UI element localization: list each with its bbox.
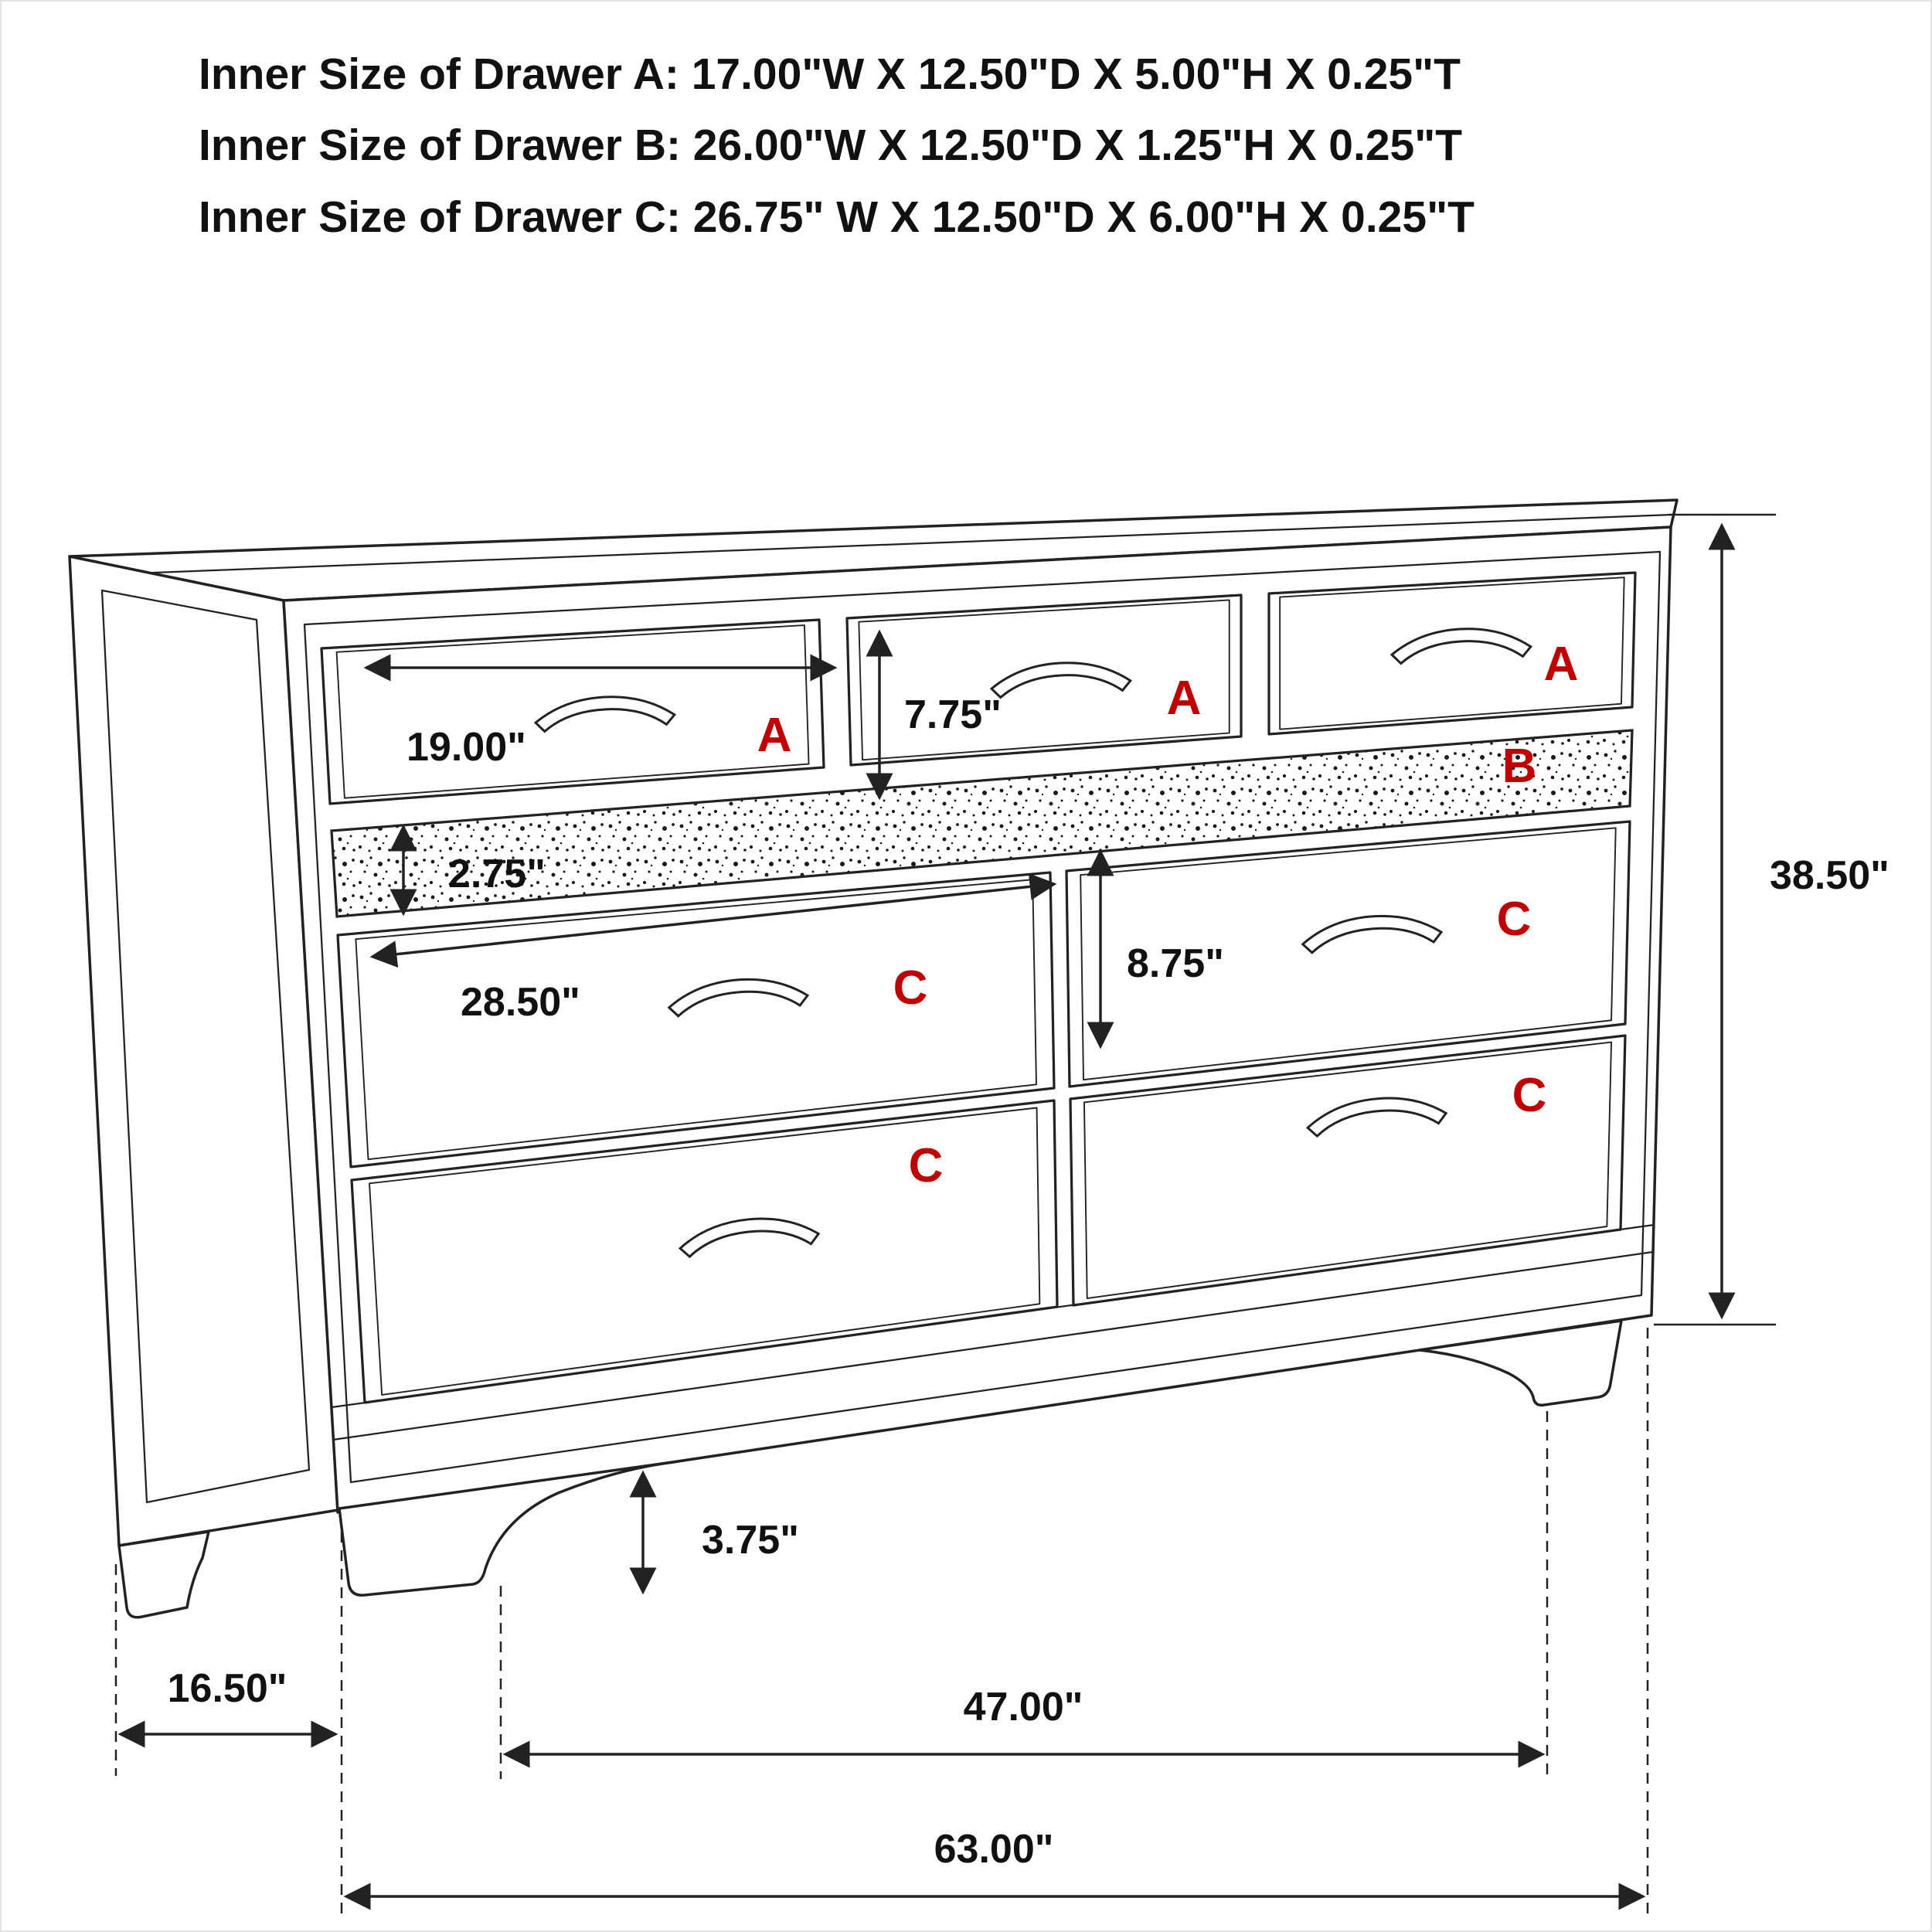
drawer-a1-bevel (335, 624, 810, 799)
dim-arrow-28-50 (369, 872, 1057, 968)
inner-size-header: Inner Size of Drawer A: 17.00"W X 12.50"… (199, 39, 1475, 253)
drawer-c2-left-bevel (369, 1107, 1041, 1396)
dim-label-28-50: 28.50" (461, 980, 580, 1025)
dimension-drawer-c-width: 28.50" (369, 872, 1057, 1025)
top-molding-line (92, 513, 1673, 577)
dim-label-16-50: 16.50" (168, 1666, 287, 1711)
drawer-c1-right-bevel (1080, 827, 1617, 1081)
inner-size-drawer-a: Inner Size of Drawer A: 17.00"W X 12.50"… (199, 49, 1461, 99)
drawer-letter-c2-right: C (1512, 1069, 1547, 1122)
drawer-letter-b: B (1502, 740, 1537, 793)
dimension-drawer-a-height: 7.75" (866, 629, 1002, 801)
drawer-a2-bevel (858, 599, 1230, 761)
dimension-depth: 16.50" (114, 1564, 338, 1776)
drawer-letter-a1: A (757, 709, 792, 762)
drawer-letter-a2: A (1167, 672, 1202, 725)
dimension-overall-width: 63.00" (340, 1328, 1649, 1920)
drawer-letter-c1-right: C (1497, 893, 1532, 946)
dimension-foot-height: 3.75" (629, 1470, 799, 1595)
dim-label-38-50: 38.50" (1770, 853, 1889, 898)
drawer-c2-right-bevel (1083, 1041, 1613, 1300)
dimension-overall-height: 38.50" (1654, 513, 1889, 1326)
dim-label-7-75: 7.75" (904, 692, 1002, 737)
dimension-leg-span: 47.00" (499, 1411, 1549, 1779)
drawer-letter-c1-left: C (893, 961, 928, 1015)
dim-label-47-00: 47.00" (964, 1685, 1083, 1730)
dim-label-63-00: 63.00" (934, 1827, 1054, 1872)
drawer-c2-left-front (350, 1099, 1059, 1404)
inner-size-drawer-b: Inner Size of Drawer B: 26.00"W X 12.50"… (199, 121, 1463, 171)
front-left-foot (338, 1460, 680, 1597)
drawer-letter-c2-left: C (909, 1139, 944, 1192)
drawer-a3-bevel (1279, 577, 1625, 730)
inner-size-drawer-c: Inner Size of Drawer C: 26.75" W X 12.50… (199, 192, 1475, 242)
drawer-a3-front (1267, 571, 1637, 736)
drawer-c1-right-front (1065, 820, 1631, 1088)
dim-label-3-75: 3.75" (702, 1518, 799, 1563)
drawer-c2-right-front (1069, 1034, 1627, 1307)
dimension-drawer-a-width: 19.00" (363, 654, 838, 770)
dimension-drawer-c-height: 8.75" (1087, 849, 1224, 1049)
dim-label-19: 19.00" (406, 725, 526, 770)
side-foot (117, 1530, 210, 1619)
drawer-a2-front (845, 594, 1243, 767)
front-face-inner-frame (303, 550, 1662, 1484)
base-rail-mid-line (332, 1250, 1654, 1441)
drawer-letter-a3: A (1544, 638, 1579, 691)
dim-label-2-75: 2.75" (448, 852, 546, 896)
front-right-foot (1418, 1319, 1623, 1407)
left-side-panel-inner-frame (100, 589, 311, 1504)
drawer-b-front (330, 729, 1634, 918)
dim-label-8-75: 8.75" (1127, 941, 1224, 986)
